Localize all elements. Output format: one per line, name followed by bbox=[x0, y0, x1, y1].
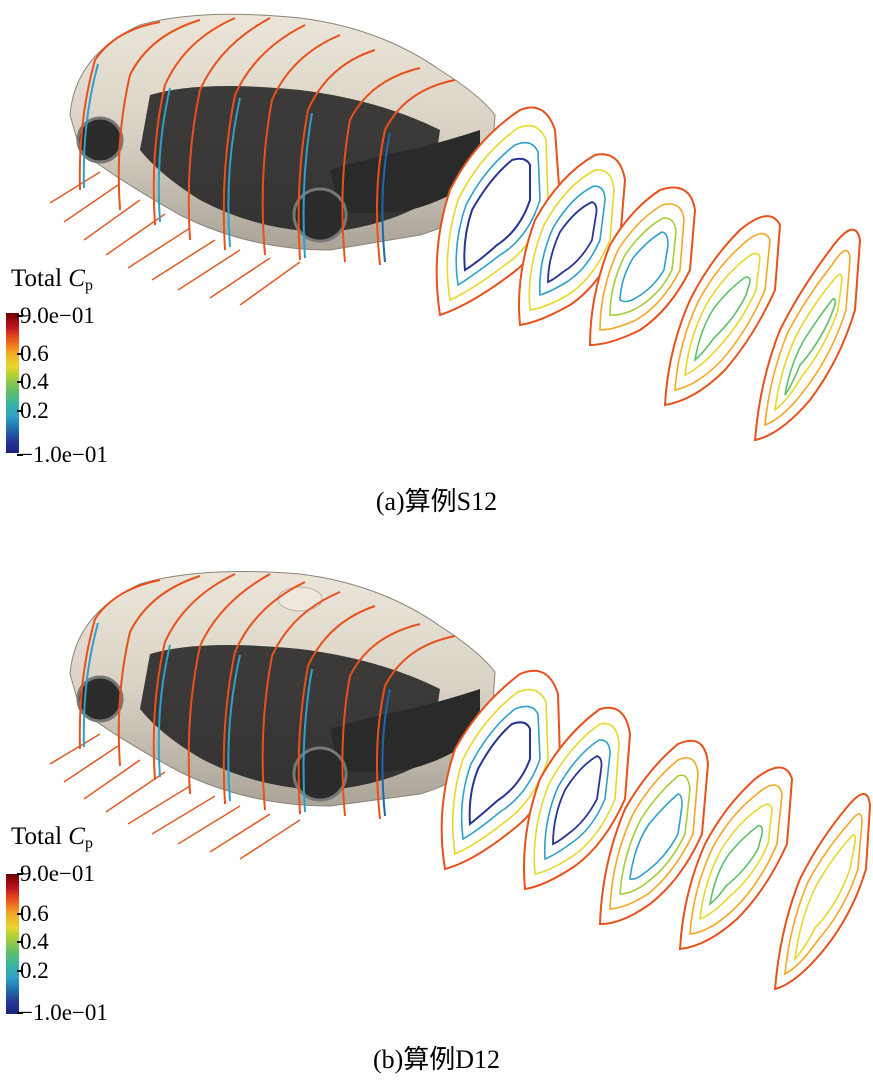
legend-title: Total Cp bbox=[11, 266, 93, 294]
colorbar-tick-0-2: 0.2 bbox=[17, 398, 49, 423]
ground-streaklines bbox=[49, 171, 301, 306]
colorbar-tick-min: −1.0e−01 bbox=[17, 442, 108, 467]
colorbar-tick-0-4: 0.4 bbox=[17, 369, 49, 394]
legend-title-symbol: C bbox=[68, 823, 85, 850]
wake-slice-4 bbox=[663, 215, 782, 407]
legend-title-prefix: Total bbox=[11, 823, 69, 850]
colorbar-tick-0-6: 0.6 bbox=[17, 341, 49, 366]
colorbar-tick-0-2: 0.2 bbox=[17, 958, 49, 983]
car-model-a bbox=[69, 13, 496, 251]
legend-title-symbol: C bbox=[68, 265, 85, 292]
wake-slice-2 bbox=[518, 153, 627, 327]
colorbar-tick-0-4: 0.4 bbox=[17, 929, 49, 954]
wake-slice-4 bbox=[678, 766, 794, 951]
wake-slice-5 bbox=[773, 793, 872, 991]
panel-a: Total Cp 9.0e−01 0.6 0.4 0.2 −1.0e−01 (a… bbox=[6, 13, 862, 516]
body-cross-sections bbox=[78, 17, 456, 266]
legend-title-subscript: p bbox=[84, 277, 93, 294]
panel-b: Total Cp 9.0e−01 0.6 0.4 0.2 −1.0e−01 (b… bbox=[0, 544, 873, 1088]
legend-title: Total Cp bbox=[11, 824, 93, 852]
flow-visualization-b bbox=[49, 571, 872, 991]
colorbar bbox=[6, 313, 19, 453]
colorbar-tick-0-6: 0.6 bbox=[17, 901, 49, 926]
wake-slice-1 bbox=[440, 669, 562, 871]
caption-b: (b)算例D12 bbox=[372, 1045, 501, 1074]
legend-title-subscript: p bbox=[84, 835, 93, 852]
wake-slice-3 bbox=[598, 739, 710, 926]
caption-a: (a)算例S12 bbox=[375, 487, 498, 516]
colorbar-tick-max: 9.0e−01 bbox=[17, 861, 95, 886]
wake-slice-1 bbox=[435, 106, 562, 317]
wake-slice-2 bbox=[523, 706, 632, 891]
colorbar-tick-max: 9.0e−01 bbox=[17, 303, 95, 328]
wake-slice-5 bbox=[753, 228, 862, 442]
colorbar bbox=[6, 874, 19, 1014]
car-model-b bbox=[69, 571, 496, 807]
flow-visualization-a bbox=[49, 13, 862, 442]
colorbar-tick-min: −1.0e−01 bbox=[17, 1000, 108, 1025]
wake-slice-3 bbox=[588, 186, 697, 347]
ground-streaklines bbox=[49, 733, 301, 860]
body-cross-sections bbox=[78, 573, 456, 820]
legend-title-prefix: Total bbox=[11, 265, 69, 292]
